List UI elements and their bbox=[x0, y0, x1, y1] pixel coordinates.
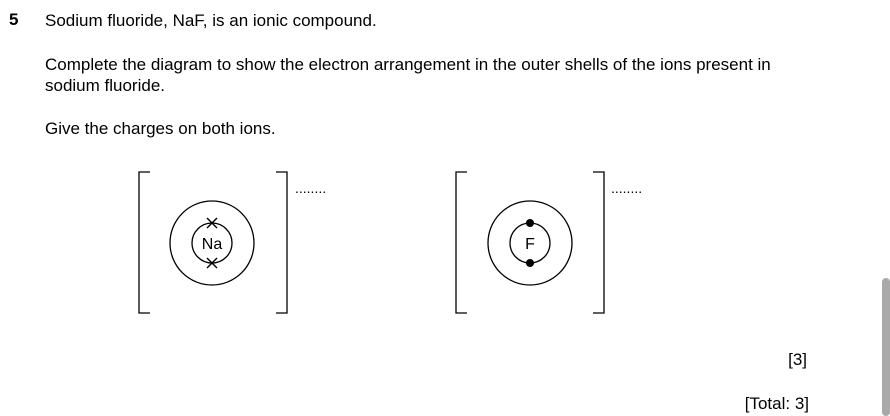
fluoride-electron-dot-bottom bbox=[526, 259, 534, 267]
sodium-electron-cross-bottom bbox=[206, 257, 218, 269]
fluoride-outer-shell bbox=[487, 200, 573, 286]
instruction-line-1: Complete the diagram to show the electro… bbox=[45, 55, 771, 74]
vertical-scrollbar[interactable] bbox=[882, 278, 890, 416]
charge-instruction: Give the charges on both ions. bbox=[45, 119, 276, 138]
intro-text: Sodium fluoride, NaF, is an ionic compou… bbox=[45, 11, 377, 30]
sodium-left-bracket bbox=[138, 171, 150, 314]
sodium-electron-cross-top bbox=[206, 217, 218, 229]
instruction-line-2: sodium fluoride. bbox=[45, 76, 166, 95]
question-number: 5 bbox=[9, 10, 19, 29]
fluoride-right-bracket bbox=[593, 171, 605, 314]
sodium-right-bracket bbox=[276, 171, 288, 314]
fluoride-left-bracket bbox=[455, 171, 467, 314]
sodium-charge-blank[interactable]: ........ bbox=[295, 180, 327, 196]
fluoride-electron-dot-top bbox=[526, 219, 534, 227]
sodium-symbol: Na bbox=[202, 236, 223, 253]
fluoride-symbol: F bbox=[525, 236, 535, 253]
sodium-outer-shell bbox=[169, 200, 255, 286]
marks-label: [3] bbox=[788, 350, 807, 369]
fluoride-charge-blank[interactable]: ........ bbox=[611, 180, 643, 196]
total-marks-label: [Total: 3] bbox=[744, 394, 809, 413]
